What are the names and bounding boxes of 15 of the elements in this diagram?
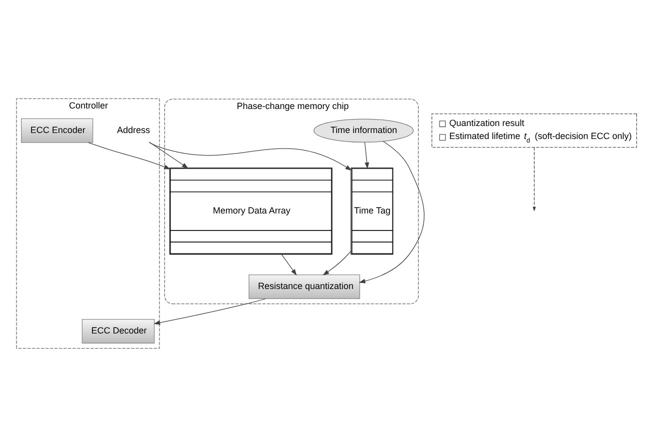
- node-box: ECC Encoder: [21, 118, 94, 143]
- arrow: [154, 298, 266, 325]
- arrow: [148, 142, 352, 171]
- arrow: [532, 147, 536, 212]
- node-ellipse: Time information: [314, 118, 414, 143]
- node-text: Address: [116, 124, 150, 135]
- node-box: Quantization result Estimated lifetime t$_{d}$ (soft-decision ECC only): [432, 114, 637, 148]
- arrow: [88, 142, 171, 170]
- node-box: Resistance quantization: [248, 274, 360, 299]
- arrow: [364, 142, 370, 169]
- arrow: [322, 250, 352, 276]
- arrow: [149, 142, 188, 168]
- arrow: [281, 254, 297, 276]
- node-box: ECC Decoder: [82, 318, 155, 344]
- arrow: [358, 141, 424, 284]
